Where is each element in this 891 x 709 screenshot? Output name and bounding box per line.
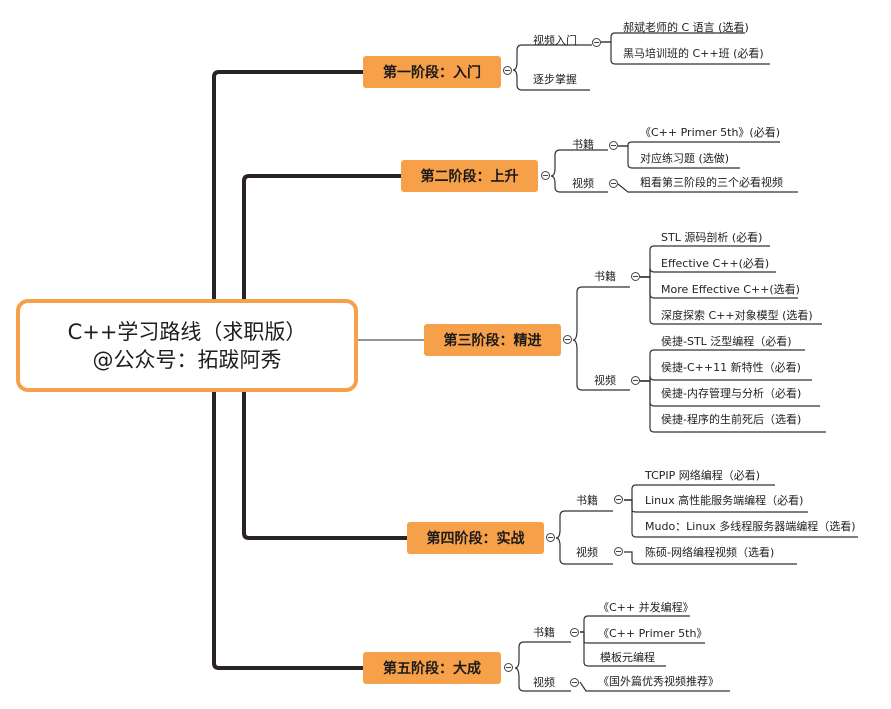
leaf-topic[interactable]: 《国外篇优秀视频推荐》 (598, 675, 719, 688)
group-label[interactable]: 书籍 (594, 270, 616, 283)
group-label[interactable]: 书籍 (576, 494, 598, 507)
group-label[interactable]: 视频 (533, 676, 555, 689)
leaf-topic[interactable]: 郝斌老师的 C 语言 (选看) (623, 21, 749, 34)
leaf-topic[interactable]: 黑马培训班的 C++班 (必看) (623, 47, 764, 60)
group-label[interactable]: 视频 (576, 546, 598, 559)
leaf-topic[interactable]: 陈硕-网络编程视频（选看) (645, 546, 775, 559)
group-label[interactable]: 视频入门 (533, 34, 577, 47)
collapse-icon[interactable] (614, 495, 623, 504)
group-label[interactable]: 视频 (594, 374, 616, 387)
leaf-topic[interactable]: 深度探索 C++对象模型 (选看) (661, 309, 813, 322)
collapse-icon[interactable] (503, 66, 512, 75)
group-label[interactable]: 逐步掌握 (533, 73, 577, 86)
root-subtitle: @公众号：拓跋阿秀 (92, 347, 282, 372)
group-label[interactable]: 书籍 (572, 138, 594, 151)
stage-2-topic[interactable]: 第二阶段：上升 (401, 160, 538, 192)
stage-1-topic[interactable]: 第一阶段：入门 (363, 56, 501, 88)
group-label[interactable]: 书籍 (533, 626, 555, 639)
leaf-topic[interactable]: 侯捷-内存管理与分析（必看) (661, 387, 802, 400)
collapse-icon[interactable] (609, 179, 618, 188)
collapse-icon[interactable] (546, 533, 555, 542)
root-title: C++学习路线（求职版） (67, 319, 307, 344)
leaf-topic[interactable]: STL 源码剖析 (必看) (661, 231, 763, 244)
collapse-icon[interactable] (614, 547, 623, 556)
leaf-topic[interactable]: Mudo：Linux 多线程服务器端编程（选看) (645, 520, 856, 533)
collapse-icon[interactable] (504, 663, 513, 672)
leaf-topic[interactable]: 侯捷-C++11 新特性（必看) (661, 361, 801, 374)
collapse-icon[interactable] (631, 272, 640, 281)
leaf-topic[interactable]: 粗看第三阶段的三个必看视频 (640, 176, 783, 189)
collapse-icon[interactable] (592, 38, 601, 47)
leaf-topic[interactable]: 侯捷-程序的生前死后（选看) (661, 413, 802, 426)
leaf-topic[interactable]: 《C++ Primer 5th》(必看) (640, 126, 780, 139)
collapse-icon[interactable] (570, 678, 579, 687)
collapse-icon[interactable] (563, 335, 572, 344)
collapse-icon[interactable] (631, 376, 640, 385)
stage-5-topic[interactable]: 第五阶段：大成 (363, 652, 501, 684)
leaf-topic[interactable]: 模板元编程 (600, 651, 655, 664)
leaf-topic[interactable]: Effective C++(必看) (661, 257, 770, 270)
leaf-topic[interactable]: 《C++ 并发编程》 (598, 601, 694, 614)
leaf-topic[interactable]: More Effective C++(选看) (661, 283, 800, 296)
collapse-icon[interactable] (570, 628, 579, 637)
group-label[interactable]: 视频 (572, 177, 594, 190)
leaf-topic[interactable]: 《C++ Primer 5th》 (598, 627, 708, 640)
leaf-topic[interactable]: TCPIP 网络编程（必看) (645, 469, 761, 482)
stage-3-topic[interactable]: 第三阶段：精进 (424, 324, 561, 356)
collapse-icon[interactable] (609, 141, 618, 150)
leaf-topic[interactable]: 侯捷-STL 泛型编程（必看) (661, 335, 792, 348)
leaf-topic[interactable]: Linux 高性能服务端编程（必看) (645, 494, 804, 507)
root-topic[interactable]: C++学习路线（求职版） @公众号：拓跋阿秀 (16, 299, 358, 392)
stage-4-topic[interactable]: 第四阶段：实战 (407, 522, 544, 554)
collapse-icon[interactable] (541, 171, 550, 180)
leaf-topic[interactable]: 对应练习题 (选做) (640, 152, 730, 165)
